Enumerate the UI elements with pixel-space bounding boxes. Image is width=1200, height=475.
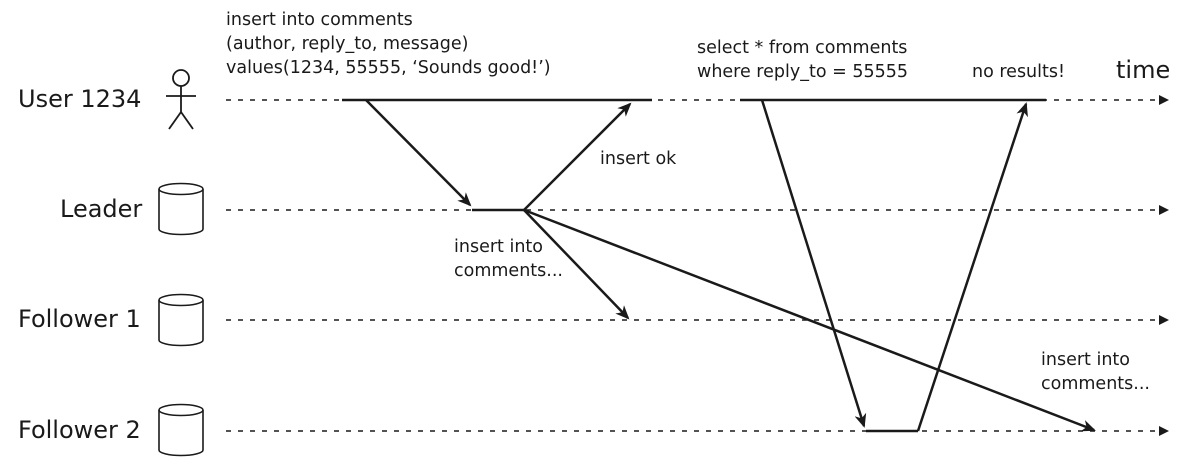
- replicate-follower2-arrow: [523, 208, 1096, 432]
- person-icon: [166, 69, 196, 130]
- database-icon: [158, 182, 204, 236]
- write-request-arrow: [365, 99, 472, 207]
- row-label-follower1: Follower 1: [18, 305, 141, 333]
- replicate-follower1-arrow: [523, 209, 630, 320]
- insert-query-line: (author, reply_to, message): [226, 34, 469, 54]
- read-response-arrow: [916, 102, 1028, 432]
- row-label-user: User 1234: [18, 85, 142, 113]
- select-query-line: where reply_to = 55555: [697, 62, 908, 82]
- replicate-line: insert into: [1041, 350, 1130, 370]
- insert-query-line: values(1234, 55555, ‘Sounds good!’): [226, 58, 551, 78]
- insert-ok-annotation: insert ok: [600, 149, 677, 169]
- database-icon: [158, 293, 204, 347]
- replicate-line: comments...: [454, 261, 563, 281]
- replicate-line: comments...: [1041, 374, 1150, 394]
- row-label-leader: Leader: [60, 195, 143, 223]
- insert-query-line: insert into comments: [226, 10, 413, 30]
- insert-query-annotation: insert into comments (author, reply_to, …: [226, 8, 551, 80]
- replicate-follower2-annotation: insert into comments...: [1041, 348, 1150, 396]
- time-axis-label: time: [1116, 56, 1171, 84]
- insert-ok-arrow: [523, 102, 632, 211]
- replicate-follower1-annotation: insert into comments...: [454, 235, 563, 283]
- select-query-annotation: select * from comments where reply_to = …: [697, 36, 908, 84]
- read-request-arrow: [760, 99, 867, 428]
- row-label-follower2: Follower 2: [18, 416, 141, 444]
- no-results-annotation: no results!: [972, 62, 1066, 82]
- select-query-line: select * from comments: [697, 38, 908, 58]
- database-icon: [158, 403, 204, 457]
- replicate-line: insert into: [454, 237, 543, 257]
